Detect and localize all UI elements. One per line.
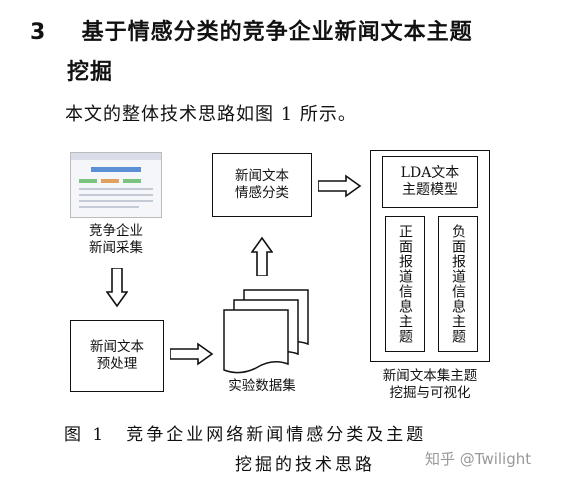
right-arrow-icon (318, 174, 362, 198)
section-title-line1: 基于情感分类的竞争企业新闻文本主题 (81, 20, 473, 45)
positive-topics-label: 正面报道信息主题 (397, 224, 413, 344)
sentiment-classification-box: 新闻文本 情感分类 (212, 153, 312, 217)
figure-caption-line2: 挖掘的技术思路 (235, 455, 375, 475)
negative-topics-label: 负面报道信息主题 (450, 224, 466, 344)
lda-model-label: LDA文本 主题模型 (400, 165, 460, 198)
technical-flow-diagram: 竞争企业 新闻采集 新闻文本 预处理 实验数据集 新闻文本 情感分类 LDA文本… (0, 140, 579, 410)
topic-mining-label: 新闻文本集主题 挖掘与可视化 (382, 368, 478, 401)
preprocessing-box: 新闻文本 预处理 (70, 320, 164, 392)
positive-topics-box: 正面报道信息主题 (385, 216, 425, 352)
news-collection-label: 竞争企业 新闻采集 (89, 223, 143, 256)
sentiment-classification-label: 新闻文本 情感分类 (235, 168, 289, 201)
negative-topics-box: 负面报道信息主题 (438, 216, 478, 352)
document-stack-icon (223, 289, 309, 374)
dataset-label: 实验数据集 (228, 378, 296, 394)
lda-model-box: LDA文本 主题模型 (382, 156, 478, 208)
news-website-thumbnail (70, 152, 162, 218)
section-number: 3 (30, 20, 47, 45)
topic-mining-frame (370, 150, 490, 362)
down-arrow-icon (106, 268, 128, 308)
right-arrow-icon (170, 342, 214, 366)
section-title-line2: 挖掘 (67, 60, 114, 85)
preprocessing-label: 新闻文本 预处理 (90, 339, 144, 372)
watermark: 知乎 @Twilight (425, 450, 532, 468)
up-arrow-icon (251, 236, 273, 276)
figure-caption-line1: 图 1 竞争企业网络新闻情感分类及主题 (64, 425, 427, 445)
intro-paragraph: 本文的整体技术思路如图 1 所示。 (65, 104, 357, 125)
